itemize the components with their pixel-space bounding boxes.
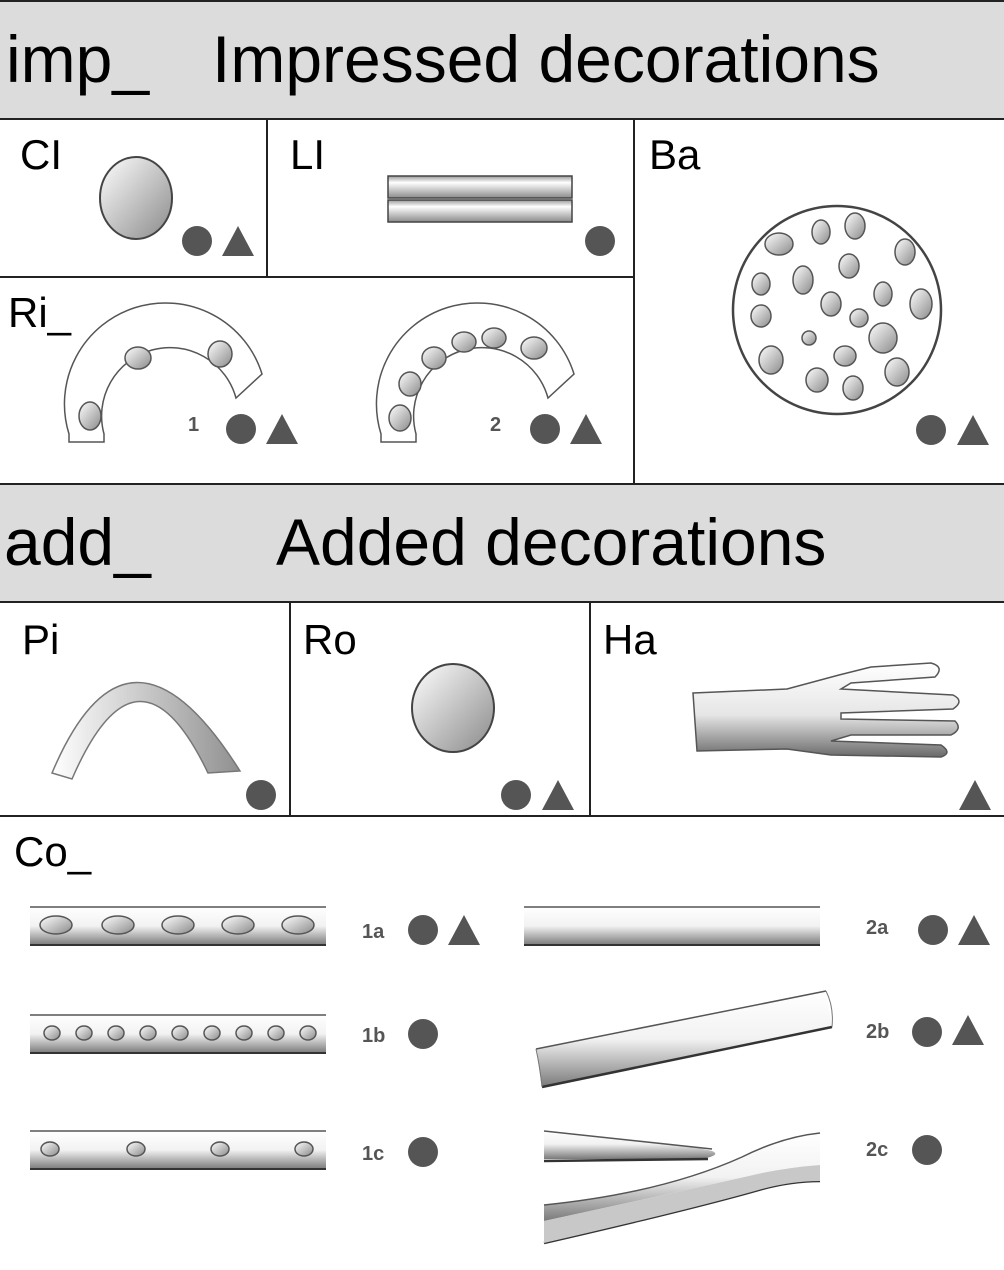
cell-li: LI: [268, 120, 633, 276]
triangle-marker: [958, 915, 990, 945]
cord-variant-2a: [524, 906, 820, 946]
variant-number: 2c: [866, 1139, 889, 1161]
circle-marker: [530, 414, 560, 444]
divider: [589, 602, 591, 816]
triangle-marker: [542, 780, 574, 810]
pellet-arch: [50, 681, 242, 780]
divider: [633, 119, 635, 483]
circle-marker: [226, 414, 256, 444]
cell-label: Ha: [603, 616, 657, 663]
cell-label: Co_: [14, 828, 92, 875]
variant-number: 2a: [866, 917, 889, 939]
ring-impression-variant-1: [63, 302, 263, 443]
cord-variant-2c: [543, 1129, 821, 1245]
variant-number: 2: [490, 414, 502, 436]
circle-marker: [912, 1017, 942, 1047]
cell-label: Ba: [649, 131, 701, 178]
cell-ha: Ha: [591, 603, 1004, 815]
cord-variant-2b: [535, 990, 833, 1089]
variant-number: 1: [188, 414, 200, 436]
triangle-marker: [448, 915, 480, 945]
section-header-added: add_ Added decorations: [0, 483, 1004, 603]
cord-variant-1a: [30, 906, 326, 946]
ring-impression-variant-2: [375, 302, 575, 443]
divider: [0, 276, 635, 278]
circle-marker: [408, 915, 438, 945]
triangle-marker: [952, 1015, 984, 1045]
cell-ri: Ri_ 1 2: [0, 278, 633, 483]
variant-number: 2b: [866, 1021, 890, 1043]
cell-ci: CI: [0, 120, 266, 276]
cord-variant-1b: [30, 1014, 326, 1054]
cell-label: Pi: [22, 616, 60, 663]
triangle-marker: [957, 415, 989, 445]
ball-impression-disc: [731, 204, 943, 416]
circle-marker: [408, 1137, 438, 1167]
triangle-marker: [266, 414, 298, 444]
divider: [266, 119, 268, 277]
section-code: imp_: [6, 22, 150, 96]
linear-impression: [387, 175, 573, 223]
impression-oval: [99, 156, 173, 240]
divider: [289, 602, 291, 816]
cell-pi: Pi: [0, 603, 289, 815]
cell-label: LI: [290, 131, 326, 178]
section-title: Impressed decorations: [212, 22, 880, 96]
section-code: add_: [4, 505, 151, 579]
triangle-marker: [222, 226, 254, 256]
circle-marker: [585, 226, 615, 256]
cell-label: Ri_: [8, 289, 72, 336]
cell-ro: Ro: [291, 603, 589, 815]
circle-marker: [408, 1019, 438, 1049]
triangle-marker: [570, 414, 602, 444]
variant-number: 1b: [362, 1025, 386, 1047]
section-header-impressed: imp_ Impressed decorations: [0, 0, 1004, 120]
triangle-marker: [959, 780, 991, 810]
circle-marker: [501, 780, 531, 810]
cord-variant-1c: [30, 1130, 326, 1170]
variant-number: 1c: [362, 1143, 385, 1165]
circle-marker: [182, 226, 212, 256]
hand-motif: [692, 662, 960, 758]
divider: [0, 815, 1004, 817]
cell-ba: Ba: [635, 120, 1004, 483]
cell-co: Co_ 1a 1b: [0, 817, 1004, 1270]
circle-marker: [916, 415, 946, 445]
circle-marker: [246, 780, 276, 810]
section-title: Added decorations: [276, 505, 827, 579]
circle-marker: [912, 1135, 942, 1165]
circle-marker: [918, 915, 948, 945]
cell-label: Ro: [303, 616, 357, 663]
cell-label: CI: [20, 131, 62, 178]
variant-number: 1a: [362, 921, 385, 943]
round-pellet: [411, 663, 495, 753]
